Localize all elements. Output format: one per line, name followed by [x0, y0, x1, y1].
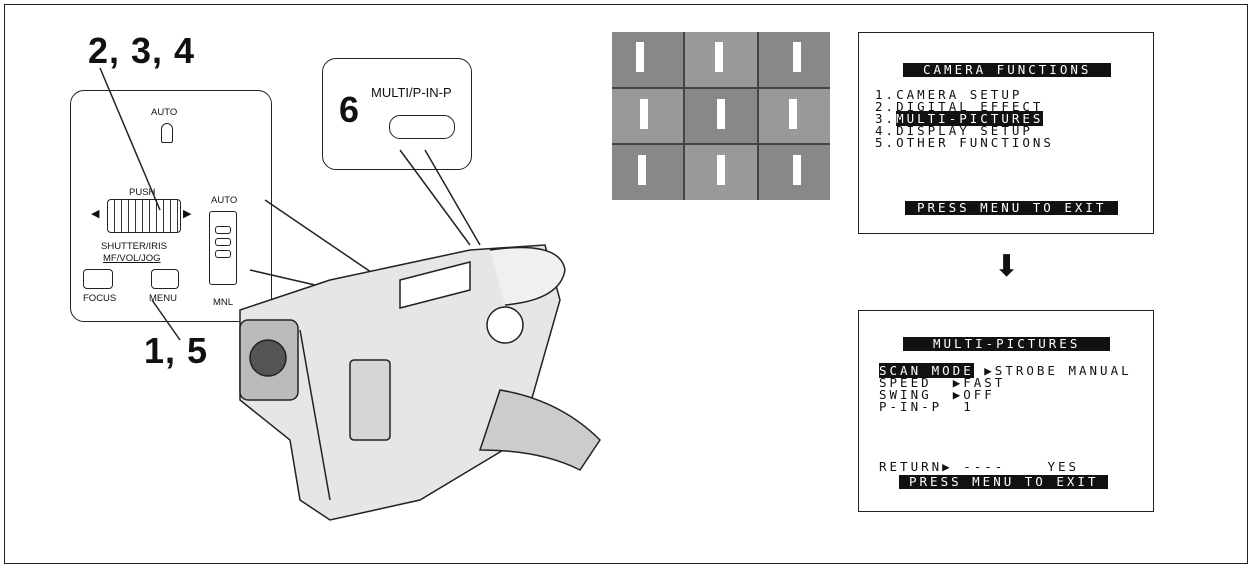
- step-1-5-pointer: [152, 300, 180, 340]
- grid-frame: [612, 145, 683, 200]
- multi-pictures-screen: MULTI-PICTURES SCAN MODE ▶STROBE MANUAL …: [858, 310, 1154, 512]
- return-row[interactable]: RETURN▶ ---- YES: [879, 461, 1079, 473]
- camcorder-illustration: [0, 0, 700, 569]
- multi-pictures-title: MULTI-PICTURES: [903, 337, 1110, 351]
- menu-item[interactable]: 5.OTHER FUNCTIONS: [875, 137, 1054, 149]
- grid-frame: [685, 32, 756, 87]
- setting-row[interactable]: P-IN-P 1: [879, 401, 1132, 413]
- multi-pictures-settings: SCAN MODE ▶STROBE MANUAL SPEED ▶FAST SWI…: [879, 365, 1132, 413]
- camera-functions-footer: PRESS MENU TO EXIT: [905, 201, 1118, 215]
- down-arrow-icon: ⬇: [994, 252, 1019, 282]
- multi-pictures-grid: [612, 32, 830, 200]
- multi-pictures-footer: PRESS MENU TO EXIT: [899, 475, 1108, 489]
- camera-functions-title: CAMERA FUNCTIONS: [903, 63, 1111, 77]
- lens-icon: [250, 340, 286, 376]
- grid-frame: [685, 89, 756, 144]
- camera-functions-screen: CAMERA FUNCTIONS 1.CAMERA SETUP 2.DIGITA…: [858, 32, 1154, 234]
- grid-frame: [612, 89, 683, 144]
- grid-frame: [612, 32, 683, 87]
- camera-functions-list: 1.CAMERA SETUP 2.DIGITAL EFFECT 3.MULTI-…: [875, 89, 1054, 149]
- step-2-3-4-pointer: [100, 68, 160, 210]
- grid-frame: [759, 145, 830, 200]
- hand-strap-shape: [480, 390, 600, 470]
- grid-frame: [759, 32, 830, 87]
- grid-frame: [759, 89, 830, 144]
- grid-frame: [685, 145, 756, 200]
